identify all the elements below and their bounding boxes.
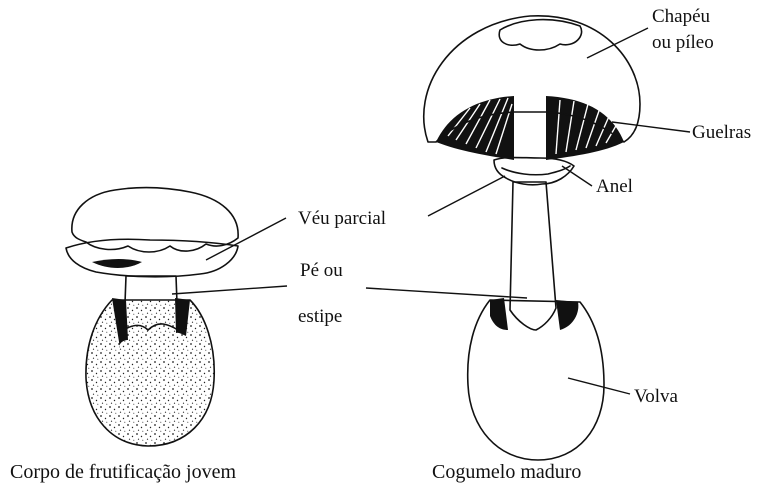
label-pileo: ou píleo: [652, 32, 714, 53]
mature-mushroom: [424, 16, 640, 460]
mature-cap-scale: [499, 20, 581, 50]
young-fruiting-body: [66, 188, 238, 446]
caption-young: Corpo de frutificação jovem: [10, 461, 236, 483]
label-anel: Anel: [596, 176, 633, 197]
mature-ring: [494, 158, 574, 185]
label-estipe: estipe: [298, 306, 342, 327]
label-veu-parcial: Véu parcial: [298, 208, 386, 229]
label-volva: Volva: [634, 386, 679, 407]
label-pe-ou: Pé ou: [300, 260, 343, 281]
young-volva: [86, 300, 214, 446]
caption-mature: Cogumelo maduro: [432, 461, 581, 483]
mature-stipe: [510, 182, 556, 330]
mature-volva: [468, 300, 604, 460]
label-chapeu: Chapéu: [652, 6, 711, 27]
label-guelras: Guelras: [692, 122, 751, 143]
